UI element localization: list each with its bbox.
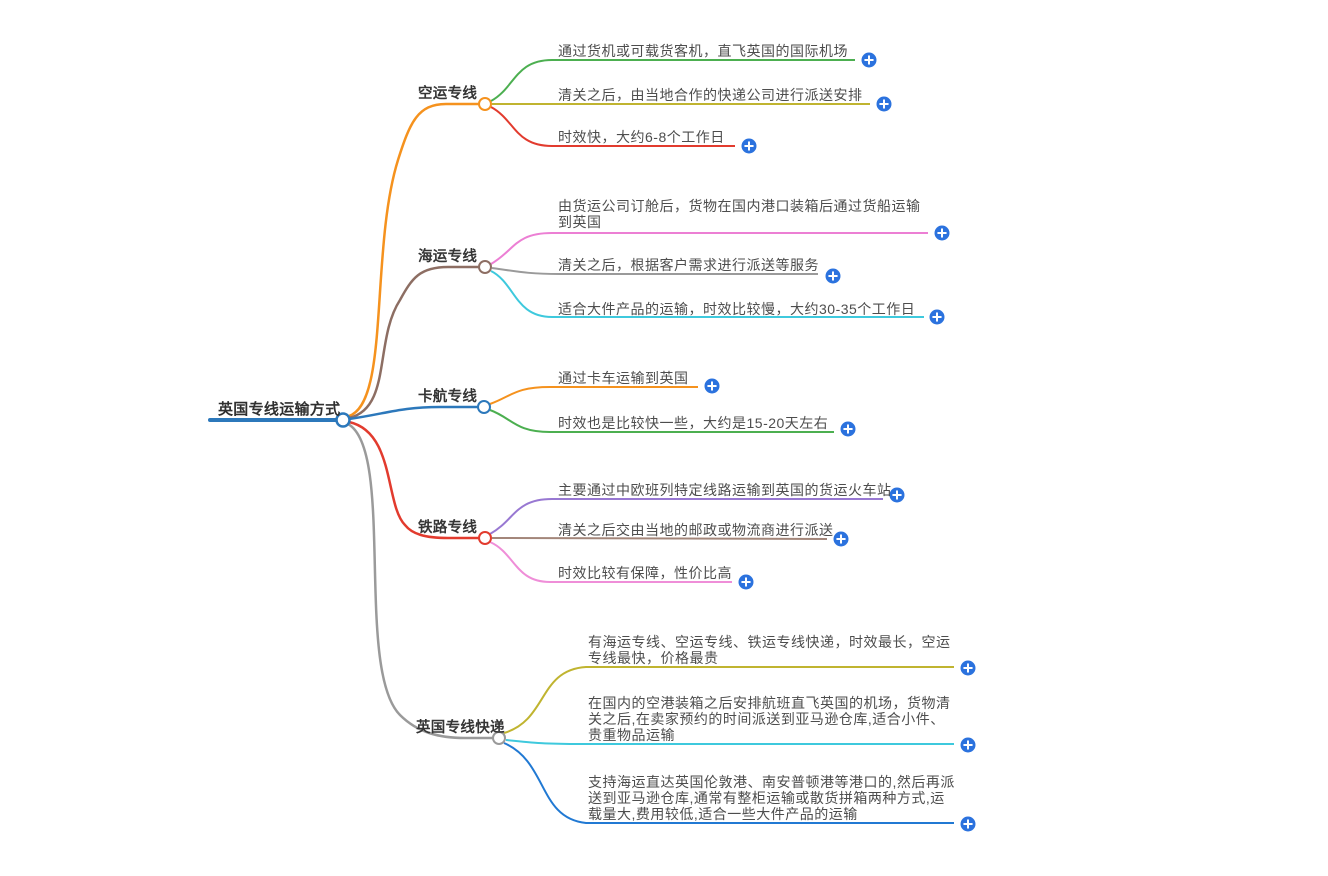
plus-icon[interactable] <box>825 268 841 284</box>
edge-express-child-3 <box>503 742 954 824</box>
leaf-truck-1[interactable]: 通过卡车运输到英国 <box>558 370 689 386</box>
leaf-air-2[interactable]: 清关之后，由当地合作的快递公司进行派送安排 <box>558 87 863 103</box>
plus-icon[interactable] <box>960 660 976 676</box>
leaf-truck-2[interactable]: 时效也是比较快一些，大约是15-20天左右 <box>558 415 829 431</box>
leaf-rail-2[interactable]: 清关之后交由当地的邮政或物流商进行派送 <box>558 522 834 538</box>
express-node-circle[interactable] <box>492 731 506 745</box>
leaf-sea-3[interactable]: 适合大件产品的运输，时效比较慢，大约30-35个工作日 <box>558 301 916 317</box>
branch-uk-express[interactable]: 英国专线快递 <box>416 720 505 736</box>
edge-truck-child-1 <box>489 386 698 405</box>
plus-icon[interactable] <box>960 816 976 832</box>
plus-icon[interactable] <box>876 96 892 112</box>
leaf-rail-3[interactable]: 时效比较有保障，性价比高 <box>558 565 732 581</box>
leaf-air-3[interactable]: 时效快，大约6-8个工作日 <box>558 129 725 145</box>
branch-truck-line[interactable]: 卡航专线 <box>418 389 478 405</box>
edge-air-child-1 <box>490 59 855 102</box>
branch-air-freight[interactable]: 空运专线 <box>418 86 478 102</box>
edge-rail-child-2 <box>491 537 828 540</box>
plus-icon[interactable] <box>960 737 976 753</box>
root-topic[interactable]: 英国专线运输方式 <box>218 401 341 418</box>
leaf-sea-2[interactable]: 清关之后，根据客户需求进行派送等服务 <box>558 257 819 273</box>
edge-rail-child-1 <box>489 498 883 535</box>
edge-truck <box>348 405 478 421</box>
leaf-air-1[interactable]: 通过货机或可载货客机，直飞英国的国际机场 <box>558 43 848 59</box>
edge-rail-child-3 <box>489 541 732 583</box>
sea-node-circle[interactable] <box>478 260 492 274</box>
edge-sea-child-2 <box>491 267 818 275</box>
leaf-express-2[interactable]: 在国内的空港装箱之后安排航班直飞英国的机场，货物清关之后,在卖家预约的时间派送到… <box>588 695 951 743</box>
leaf-express-1[interactable]: 有海运专线、空运专线、铁运专线快递，时效最长，空运专线最快，价格最贵 <box>588 634 951 666</box>
plus-icon[interactable] <box>889 487 905 503</box>
edge-express-child-1 <box>503 666 954 734</box>
air-node-circle[interactable] <box>478 97 492 111</box>
edge-air-child-3 <box>490 106 735 147</box>
plus-icon[interactable] <box>741 138 757 154</box>
plus-icon[interactable] <box>929 309 945 325</box>
plus-icon[interactable] <box>934 225 950 241</box>
edge-sea-child-3 <box>490 270 924 318</box>
edge-sea <box>348 265 479 420</box>
edge-express-child-2 <box>505 739 954 745</box>
plus-icon[interactable] <box>738 574 754 590</box>
branch-sea-freight[interactable]: 海运专线 <box>418 249 478 265</box>
edge-express <box>347 422 493 740</box>
rail-node-circle[interactable] <box>478 531 492 545</box>
plus-icon[interactable] <box>840 421 856 437</box>
branch-rail-line[interactable]: 铁路专线 <box>418 520 478 536</box>
edge-truck-child-2 <box>489 409 834 433</box>
edge-rail <box>348 420 479 540</box>
plus-icon[interactable] <box>704 378 720 394</box>
plus-icon[interactable] <box>833 531 849 547</box>
root-node-circle[interactable] <box>335 412 351 428</box>
leaf-rail-1[interactable]: 主要通过中欧班列特定线路运输到英国的货运火车站 <box>558 482 892 498</box>
truck-node-circle[interactable] <box>477 400 491 414</box>
edge-sea-child-1 <box>490 232 928 265</box>
edge-air <box>348 102 479 418</box>
leaf-sea-1[interactable]: 由货运公司订舱后，货物在国内港口装箱后通过货船运输到英国 <box>558 198 921 230</box>
leaf-express-3[interactable]: 支持海运直达英国伦敦港、南安普顿港等港口的,然后再派送到亚马逊仓库,通常有整柜运… <box>588 774 955 822</box>
plus-icon[interactable] <box>861 52 877 68</box>
